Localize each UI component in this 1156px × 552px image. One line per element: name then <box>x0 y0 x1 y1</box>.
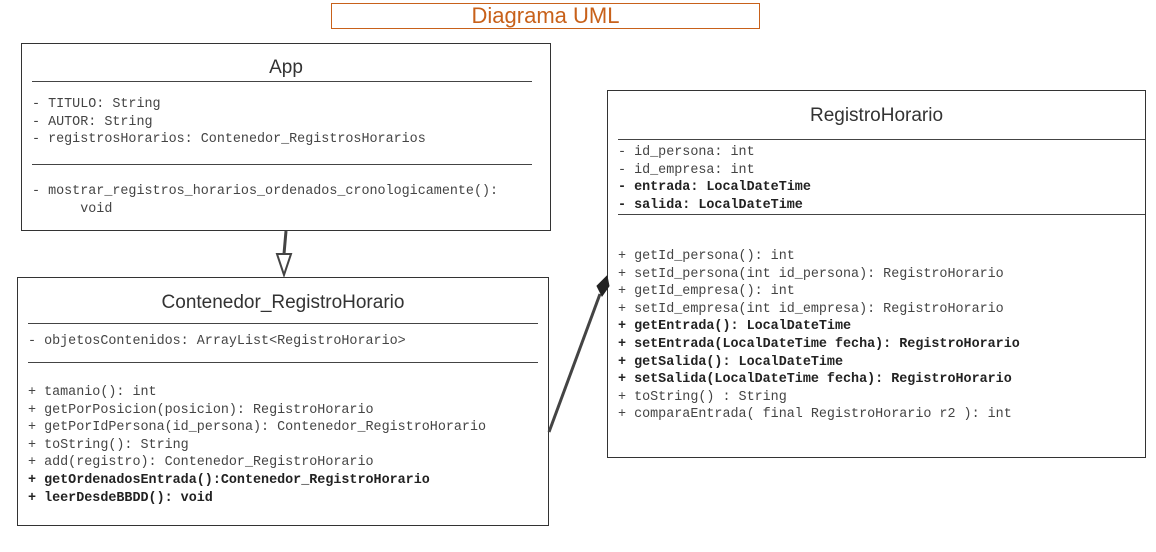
class-method: + getPorPosicion(posicion): RegistroHora… <box>28 402 374 418</box>
class-method: + leerDesdeBBDD(): void <box>28 490 213 506</box>
class-method: + setEntrada(LocalDateTime fecha): Regis… <box>618 337 1020 352</box>
class-separator <box>32 164 532 165</box>
class-registrohorario[interactable]: RegistroHorario - id_persona: int - id_em… <box>607 90 1146 458</box>
class-app[interactable]: App - TITULO: String - AUTOR: String - reg… <box>21 43 551 231</box>
inheritance-line <box>282 230 288 255</box>
class-attribute: - registrosHorarios: Contenedor_Registro… <box>32 132 426 148</box>
class-separator <box>618 139 1145 140</box>
class-separator <box>618 214 1145 215</box>
class-method: + toString() : String <box>618 389 787 405</box>
class-attribute: - TITULO: String <box>32 97 161 112</box>
class-method: + setSalida(LocalDateTime fecha): Regist… <box>618 372 1012 388</box>
class-method: + tamanio(): int <box>28 385 157 400</box>
class-method: + setId_empresa(int id_empresa): Registr… <box>618 301 1004 317</box>
inheritance-arrowhead <box>275 253 293 279</box>
class-attribute: - id_empresa: int <box>618 162 755 178</box>
class-attribute: - entrada: LocalDateTime <box>618 180 811 196</box>
class-name-app: App <box>269 57 303 78</box>
class-attribute: - AUTOR: String <box>32 114 153 130</box>
class-method: + getPorIdPersona(id_persona): Contenedo… <box>28 420 487 436</box>
composition-line[interactable] <box>547 293 602 433</box>
class-method: + toString(): String <box>28 437 189 453</box>
class-method: + comparaEntrada( final RegistroHorario … <box>618 407 1012 423</box>
class-attribute: - objetosContenidos: ArrayList<RegistroH… <box>28 334 406 349</box>
class-method: + getSalida(): LocalDateTime <box>618 354 843 370</box>
diagram-title: Diagrama UML <box>331 3 760 29</box>
class-name-contenedor: Contenedor_RegistroHorario <box>161 292 405 313</box>
class-attribute: - id_persona: int <box>618 145 755 160</box>
class-name-registrohorario: RegistroHorario <box>809 105 944 126</box>
class-method: + setId_persona(int id_persona): Registr… <box>618 266 1004 282</box>
class-method: + getId_empresa(): int <box>618 284 795 300</box>
class-method: void <box>32 201 113 217</box>
class-method: - mostrar_registros_horarios_ordenados_c… <box>32 184 499 199</box>
class-method: + getId_persona(): int <box>618 249 795 264</box>
class-method: + add(registro): Contenedor_RegistroHora… <box>28 455 374 471</box>
class-separator <box>28 362 538 363</box>
class-contenedor-registrohorario[interactable]: Contenedor_RegistroHorario - objetosCont… <box>17 277 549 526</box>
class-separator <box>32 81 532 82</box>
class-separator <box>28 323 538 324</box>
composition-diamond <box>596 274 610 297</box>
class-method: + getOrdenadosEntrada():Contenedor_Regis… <box>28 473 430 488</box>
class-method: + getEntrada(): LocalDateTime <box>618 319 852 335</box>
class-attribute: - salida: LocalDateTime <box>618 197 803 213</box>
